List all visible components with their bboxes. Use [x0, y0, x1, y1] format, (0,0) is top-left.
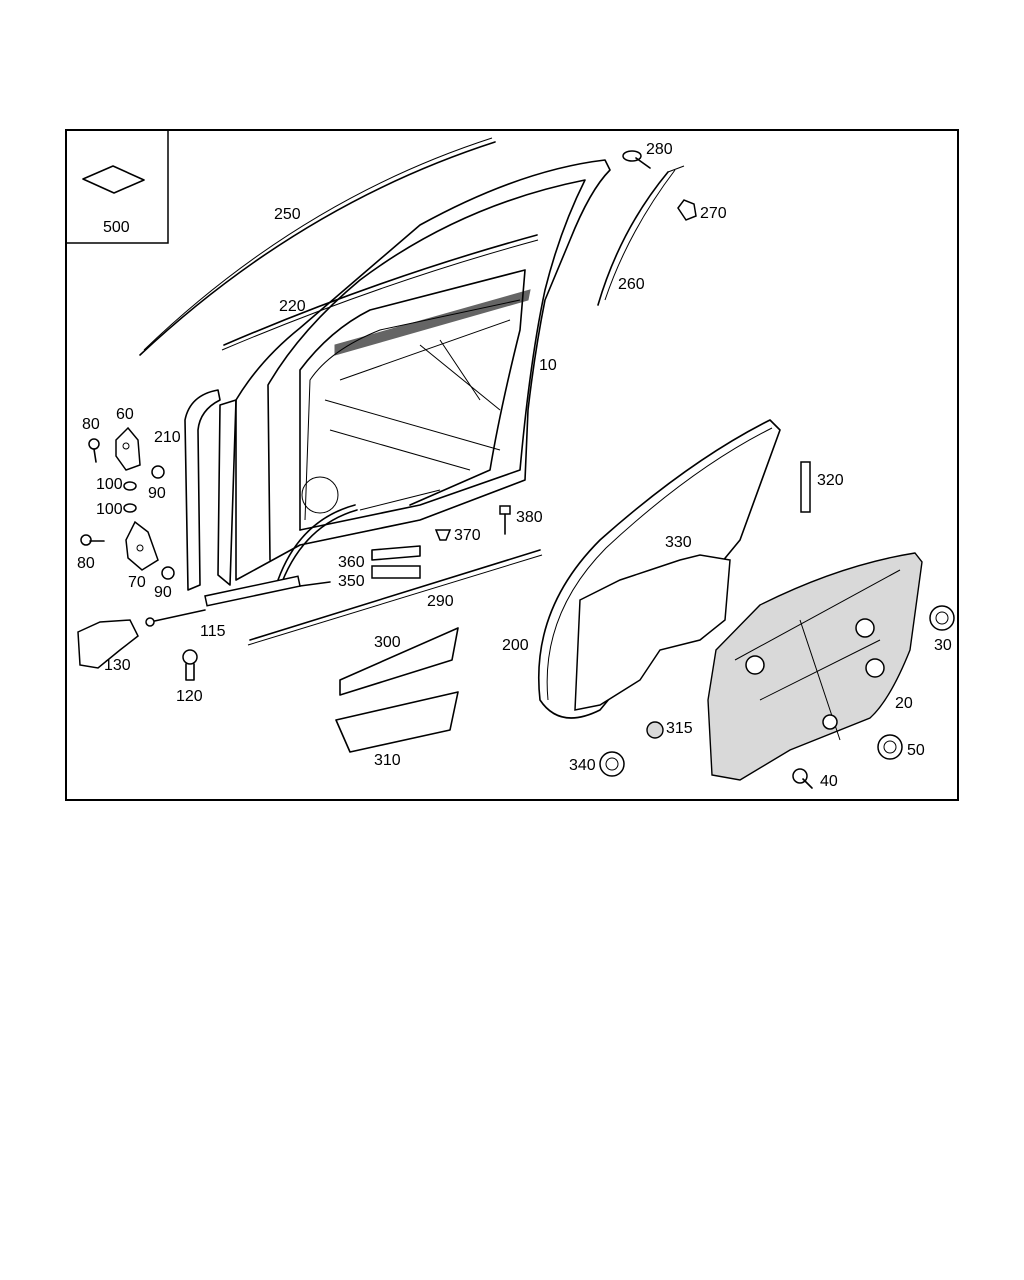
part-70-hinge [125, 520, 159, 571]
part-340-grommet [599, 751, 625, 777]
part-120-striker [182, 649, 198, 681]
label-380: 380 [516, 509, 543, 526]
label-115: 115 [200, 623, 226, 640]
label-350: 350 [338, 573, 365, 590]
part-270-clip [677, 199, 697, 221]
label-100-top: 100 [96, 476, 123, 493]
label-330: 330 [665, 534, 692, 551]
part-40-screw [792, 768, 813, 789]
inset-box-500 [66, 130, 169, 244]
label-40: 40 [820, 773, 838, 790]
part-130-lock [77, 619, 139, 669]
label-50: 50 [907, 742, 925, 759]
label-310: 310 [374, 752, 401, 769]
label-300: 300 [374, 634, 401, 651]
part-360-pad [371, 545, 421, 561]
part-310-film [335, 691, 459, 753]
label-120: 120 [176, 688, 203, 705]
label-370: 370 [454, 527, 481, 544]
label-130: 130 [104, 657, 131, 674]
label-320: 320 [817, 472, 844, 489]
part-250-moulding [139, 137, 496, 356]
part-60-hinge [115, 426, 141, 471]
part-300-film [339, 627, 459, 696]
label-100-bottom: 100 [96, 501, 123, 518]
part-20-carrier [707, 552, 923, 781]
label-200: 200 [502, 637, 529, 654]
part-290-beltline [247, 549, 543, 646]
part-30-grommet [929, 605, 955, 631]
part-80-bolts [80, 438, 105, 546]
label-80-top: 80 [82, 416, 100, 433]
label-315: 315 [666, 720, 693, 737]
label-250: 250 [274, 206, 301, 223]
label-210: 210 [154, 429, 181, 446]
label-220: 220 [279, 298, 306, 315]
part-100-washers [123, 481, 137, 513]
part-50-grommet [877, 734, 903, 760]
label-60: 60 [116, 406, 134, 423]
label-280: 280 [646, 141, 673, 158]
part-210-seal [184, 389, 221, 591]
part-10-door-shell [217, 159, 611, 586]
label-10: 10 [539, 357, 557, 374]
part-380-bolt [499, 505, 511, 535]
label-500: 500 [103, 219, 130, 236]
part-280-screw [622, 150, 651, 169]
label-90-top: 90 [148, 485, 166, 502]
part-320-pin [800, 461, 811, 513]
part-500-sheet [82, 165, 145, 194]
label-340: 340 [569, 757, 596, 774]
part-220-strip [221, 234, 539, 351]
label-90-bottom: 90 [154, 584, 172, 601]
label-360: 360 [338, 554, 365, 571]
part-350-pad [371, 565, 421, 579]
part-200-seal [537, 419, 781, 719]
label-270: 270 [700, 205, 727, 222]
part-330-sheet [574, 554, 731, 711]
label-260: 260 [618, 276, 645, 293]
label-30: 30 [934, 637, 952, 654]
label-290: 290 [427, 593, 454, 610]
part-115-check-strap [145, 575, 331, 627]
part-260-channel [597, 165, 685, 306]
diagram-frame [65, 129, 959, 801]
label-20: 20 [895, 695, 913, 712]
label-70: 70 [128, 574, 146, 591]
part-90-nuts [151, 465, 175, 580]
part-315-grommet [646, 721, 664, 739]
part-370-clip [434, 529, 452, 541]
label-80-bottom: 80 [77, 555, 95, 572]
